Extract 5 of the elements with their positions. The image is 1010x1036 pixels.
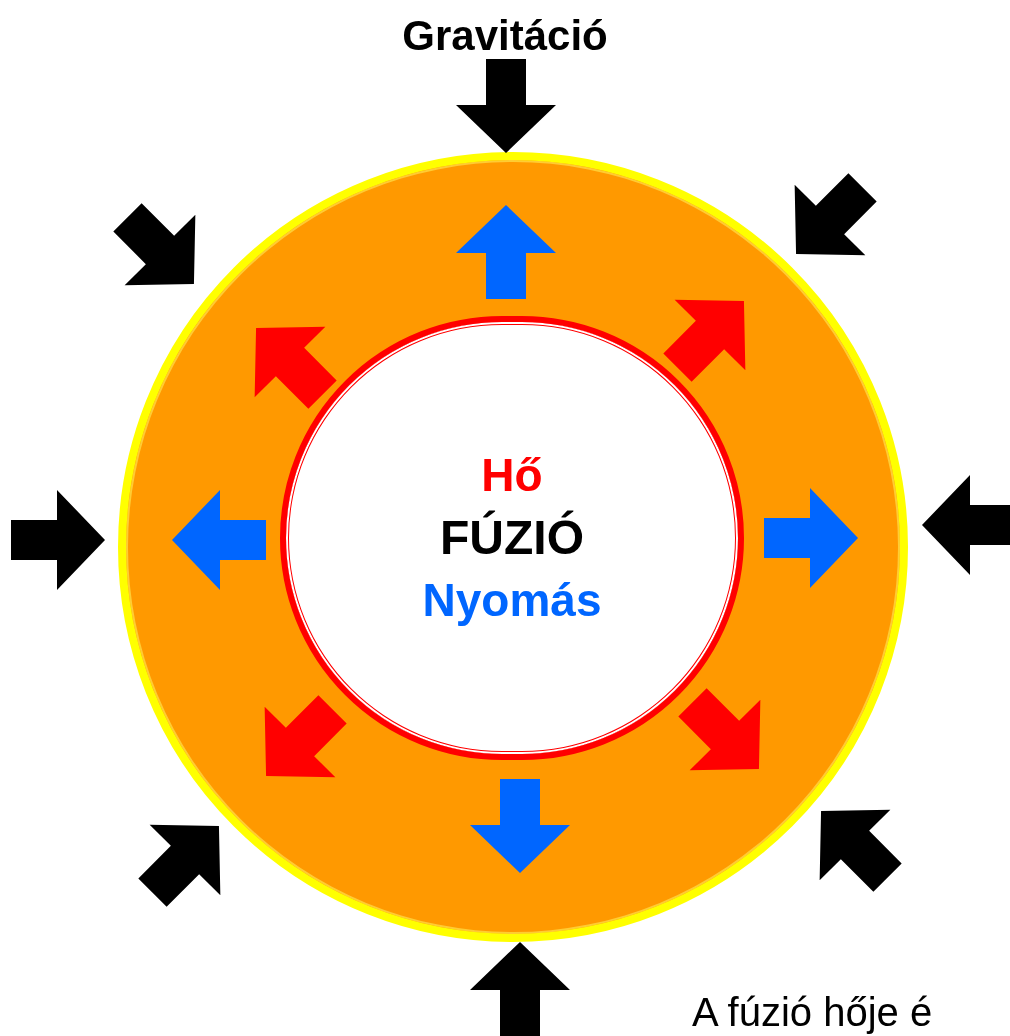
force-label: Gravitáció bbox=[401, 11, 609, 61]
core-label: Nyomás bbox=[422, 573, 602, 628]
core-label: FÚZIÓ bbox=[440, 509, 584, 566]
core-label: Hő bbox=[481, 447, 543, 503]
caption-text: A fúzió hője é bbox=[692, 989, 933, 1036]
